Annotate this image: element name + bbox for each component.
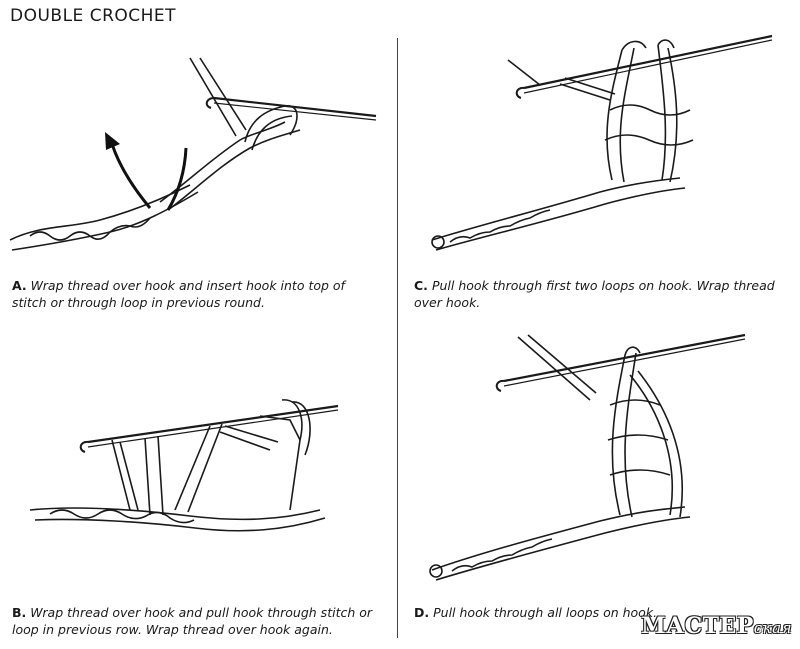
step-label-b: B. — [12, 605, 27, 620]
step-text-b: Wrap thread over hook and pull hook thro… — [12, 605, 373, 637]
step-text-a: Wrap thread over hook and insert hook in… — [12, 278, 345, 310]
illustration-b — [0, 360, 395, 600]
illustration-a — [0, 40, 395, 270]
watermark-main: МАСТЕР — [641, 613, 754, 639]
caption-d: D.Pull hook through all loops on hook. — [414, 604, 714, 621]
watermark-logo: МАСТЕРская — [641, 613, 792, 639]
caption-c: C.Pull hook through first two loops on h… — [414, 277, 786, 311]
step-text-c: Pull hook through first two loops on hoo… — [414, 278, 775, 310]
column-divider — [397, 38, 398, 638]
watermark-small: ская — [753, 619, 792, 637]
direction-arrow-icon — [110, 143, 188, 211]
caption-b: B.Wrap thread over hook and pull hook th… — [12, 604, 382, 638]
illustration-d — [400, 325, 795, 595]
page-title: DOUBLE CROCHET — [10, 6, 177, 26]
step-text-d: Pull hook through all loops on hook. — [433, 605, 658, 620]
caption-a: A.Wrap thread over hook and insert hook … — [12, 277, 372, 311]
step-label-a: A. — [12, 278, 27, 293]
step-label-d: D. — [414, 605, 430, 620]
illustration-c — [400, 30, 795, 260]
step-label-c: C. — [414, 278, 428, 293]
